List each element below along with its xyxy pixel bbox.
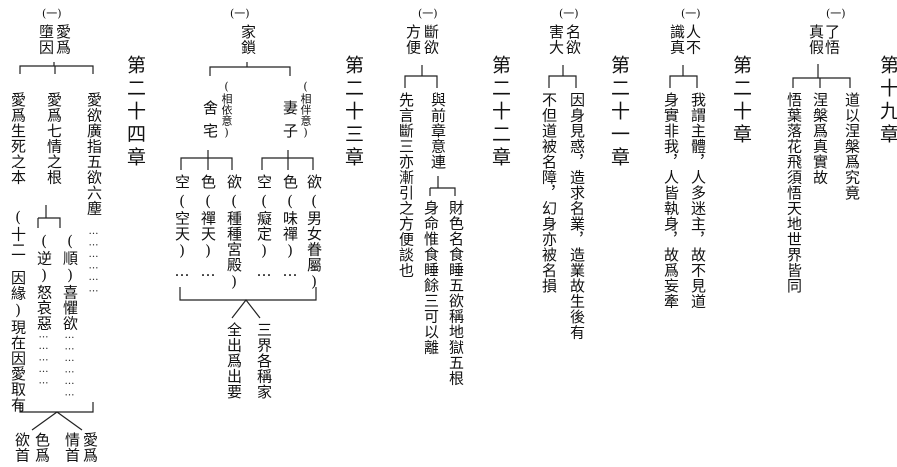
text-20-left: 身實非我，人皆執身，故爲妄牽	[662, 92, 680, 309]
l1-23: 空	[173, 174, 191, 190]
bottom-d-24: 欲首	[13, 432, 31, 463]
head-a-21: 名欲	[564, 24, 582, 55]
r1n-23: (癡定)	[255, 192, 273, 260]
chapter-title-22: 第二十二章	[489, 55, 511, 170]
group-mark-19: (一)	[826, 7, 846, 20]
text-24-mid: 愛爲七情之根	[45, 92, 63, 185]
left-note-23: (相依意)	[220, 80, 233, 139]
chapter-title-23: 第二十三章	[342, 55, 364, 170]
bottom-left-23: 全出爲出要	[225, 322, 243, 400]
l3-23: 欲	[225, 174, 243, 190]
chapter-title-20: 第二十章	[730, 55, 752, 147]
text-22-left: 先言斷三亦漸引之方便談也	[397, 92, 415, 278]
head-23: 家鎖	[239, 24, 257, 55]
l3n-23: (種種宮殿)	[225, 192, 243, 291]
chapter-title-24: 第二十四章	[124, 55, 146, 170]
text-20-right: 我謂主體，人多迷主，故不見道	[689, 92, 707, 309]
chapter-title-19: 第十九章	[877, 55, 897, 147]
head-b-21: 害大	[547, 24, 565, 55]
text-21-right: 因身見惑，造求名業，造業故生後有	[568, 92, 586, 340]
head-a-19: 了悟	[823, 24, 841, 55]
r1-dots-23: …	[255, 262, 273, 281]
r2-dots-23: …	[281, 262, 299, 281]
text-24-mid-b-dots: ………………	[38, 318, 49, 387]
l2-23: 色	[199, 174, 217, 190]
text-19-left: 悟葉落花飛須悟天地世界皆同	[785, 92, 803, 294]
text-22-sub-left: 身命惟食睡餘三可以離	[422, 200, 440, 355]
text-22-right: 與前章意連	[429, 92, 447, 170]
text-19-mid: 涅槃爲真實故	[811, 92, 829, 185]
r1-23: 空	[255, 174, 273, 190]
head-a-24: 愛爲	[54, 24, 72, 55]
text-24-mid-a: (順)喜懼欲	[61, 232, 79, 331]
head-b-20: 識真	[668, 24, 686, 55]
head-b-22: 方便	[404, 24, 422, 55]
group-mark-20: (一)	[681, 7, 701, 20]
text-24-right-dots: ………………	[88, 226, 99, 295]
r2n-23: (味禪)	[281, 192, 299, 260]
l1-dots-23: …	[173, 262, 191, 281]
text-24-mid-b: (逆)怒哀惡	[35, 232, 53, 331]
group-mark-23: (一)	[230, 7, 250, 20]
text-24-right: 愛欲廣指五欲六塵	[85, 92, 103, 216]
text-24-left-paren: (十二	[9, 208, 27, 258]
text-21-left: 不但道被名障，幻身亦被名損	[540, 92, 558, 294]
group-mark-21: (一)	[559, 7, 579, 20]
head-b-24: 墮因	[37, 24, 55, 55]
group-mark-24: (一)	[42, 7, 62, 20]
text-19-right: 道以涅槃爲究竟	[843, 92, 861, 201]
r2-23: 色	[281, 174, 299, 190]
text-24-mid-a-dots: ………………	[64, 330, 75, 399]
chapter-title-21: 第二十一章	[608, 55, 630, 170]
text-24-left: 愛爲生死之本	[9, 92, 27, 185]
right-head-23: 妻子	[281, 100, 299, 146]
bottom-b-24: 情首	[63, 432, 81, 463]
right-note-23: (相伴意)	[299, 80, 312, 139]
bottom-c-24: 色爲	[33, 432, 51, 463]
l2n-23: (禪天)	[199, 192, 217, 260]
text-24-left-tail: 因緣)現在因愛取有	[9, 270, 27, 413]
left-head-23: 舍宅	[201, 100, 219, 146]
text-22-sub-right: 財色名食睡五欲稱地獄五根	[447, 200, 465, 386]
bottom-right-23: 三界各稱家	[255, 322, 273, 400]
group-mark-22: (一)	[418, 7, 438, 20]
head-a-20: 人不	[684, 24, 702, 55]
r3-23: 欲	[305, 174, 323, 190]
l1n-23: (空天)	[173, 192, 191, 260]
head-a-22: 斷欲	[422, 24, 440, 55]
bottom-a-24: 愛爲	[81, 432, 99, 463]
r3n-23: (男女眷屬)	[305, 192, 323, 291]
l2-dots-23: …	[199, 262, 217, 281]
head-b-19: 真假	[807, 24, 825, 55]
